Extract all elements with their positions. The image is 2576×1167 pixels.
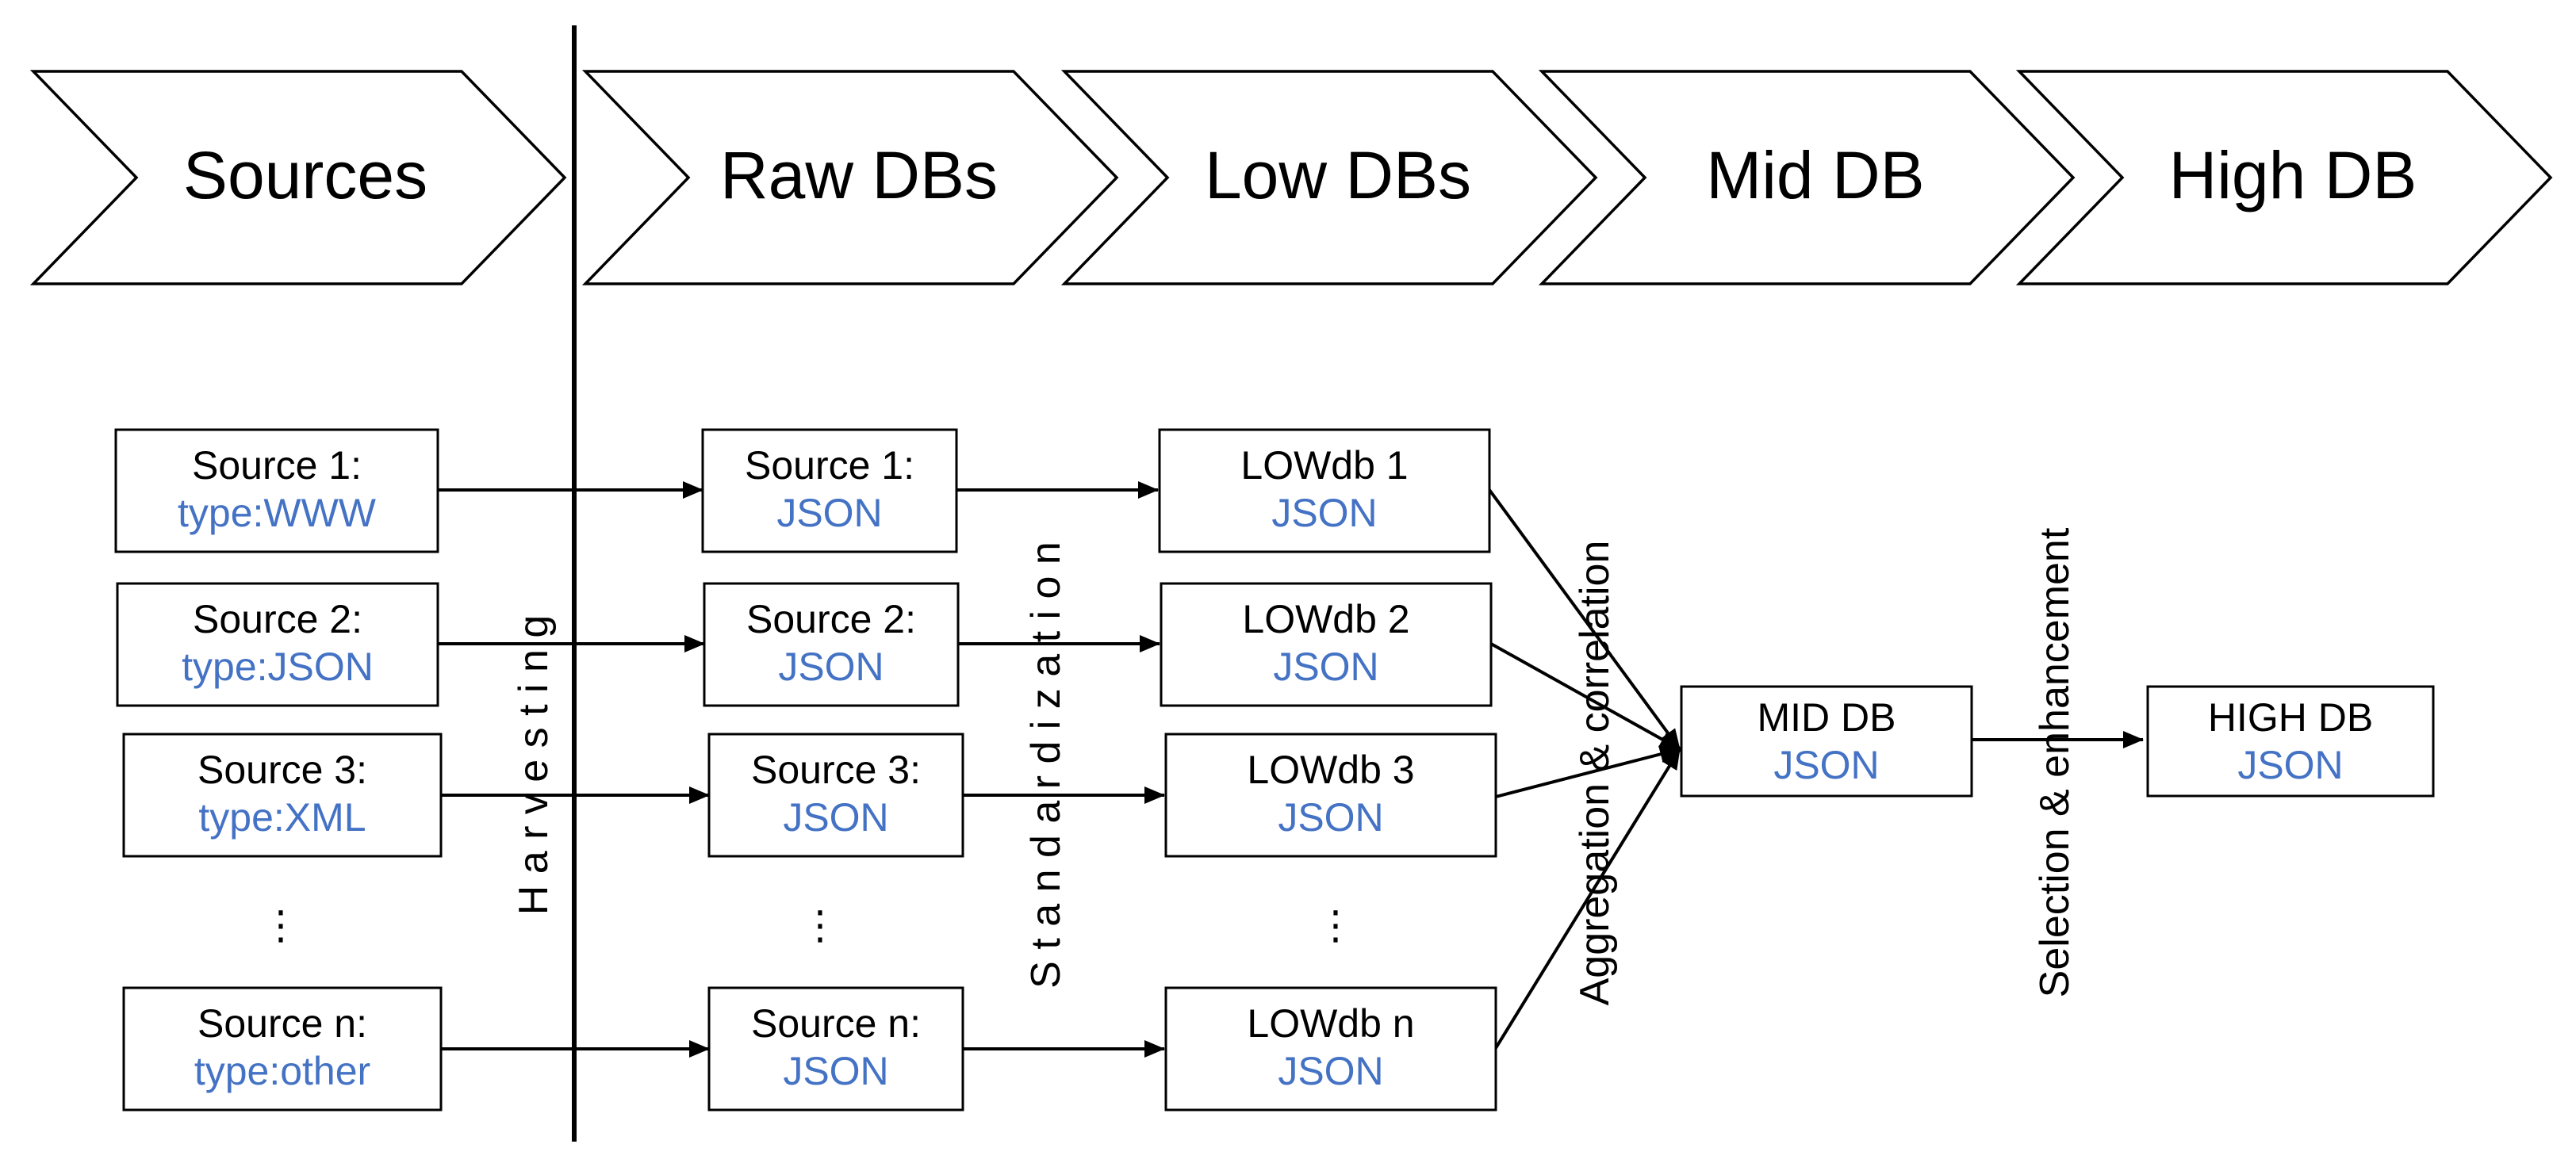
raw-db-type: JSON	[778, 645, 884, 689]
stage-chevrons: Sources Raw DBs Low DBs Mid DB High DB	[29, 70, 2553, 285]
low-db-box-3: LOWdb 3 JSON	[1164, 733, 1497, 858]
source-box-n: Source n: type:other	[122, 986, 443, 1112]
low-db-type: JSON	[1271, 491, 1377, 535]
raw-db-box-2: Source 2: JSON	[703, 582, 960, 707]
low-db-type: JSON	[1278, 1049, 1383, 1093]
source-box-title: Source 1:	[192, 443, 362, 488]
raw-db-box-3: Source 3: JSON	[707, 733, 964, 858]
aggregation-label: Aggregation & correlation	[1572, 541, 1618, 1006]
low-db-column: LOWdb 1 JSON LOWdb 2 JSON LOWdb 3 JSON ⋮…	[1158, 428, 1497, 1112]
source-column: Source 1: type:WWW Source 2: type:JSON S…	[114, 428, 443, 1112]
standardization-label: S t a n d a r d i z a t i o n	[1023, 541, 1069, 989]
low-db-box-2: LOWdb 2 JSON	[1160, 582, 1493, 707]
stage-chevron-sources	[29, 70, 567, 285]
high-db-title: HIGH DB	[2208, 695, 2373, 740]
source-box-title: Source 3:	[197, 748, 367, 792]
source-box-type: type:other	[194, 1049, 370, 1093]
low-db-title: LOWdb 1	[1240, 443, 1408, 488]
high-db-box: HIGH DB JSON	[2146, 685, 2435, 798]
stage-label-raw-dbs: Raw DBs	[720, 138, 998, 212]
source-ellipsis: ⋮	[261, 903, 301, 947]
edge-low2-mid	[1490, 642, 1681, 751]
harvesting-label: H a r v e s t i n g	[511, 615, 557, 916]
stage-label-mid-db: Mid DB	[1706, 138, 1924, 212]
raw-db-ellipsis: ⋮	[800, 903, 840, 947]
low-db-box-1: LOWdb 1 JSON	[1158, 428, 1491, 553]
stage-chevron-mid-db	[1538, 70, 2076, 285]
source-box-title: Source n:	[197, 1001, 367, 1046]
stage-label-high-db: High DB	[2169, 138, 2417, 212]
stage-chevron-high-db	[2015, 70, 2553, 285]
source-box-type: type:XML	[198, 795, 366, 840]
stage-chevron-raw-dbs	[581, 70, 1119, 285]
stage-label-low-dbs: Low DBs	[1205, 138, 1471, 212]
stage-chevron-low-dbs	[1060, 70, 1598, 285]
raw-db-title: Source 1:	[745, 443, 914, 488]
edge-lown-mid	[1494, 748, 1681, 1050]
low-db-title: LOWdb n	[1247, 1001, 1414, 1046]
low-db-title: LOWdb 2	[1242, 597, 1409, 641]
source-box-1: Source 1: type:WWW	[114, 428, 439, 553]
raw-db-type: JSON	[783, 1049, 888, 1093]
mid-db-box: MID DB JSON	[1680, 685, 1973, 798]
edges	[438, 481, 2144, 1058]
low-db-type: JSON	[1278, 795, 1383, 840]
raw-db-title: Source n:	[751, 1001, 921, 1046]
source-box-type: type:JSON	[182, 645, 374, 689]
edge-low3-mid	[1495, 745, 1681, 798]
raw-db-type: JSON	[776, 491, 882, 535]
selection-label: Selection & enhancement	[2032, 527, 2078, 997]
source-box-2: Source 2: type:JSON	[116, 582, 439, 707]
source-box-title: Source 2:	[193, 597, 362, 641]
high-db-type: JSON	[2237, 743, 2343, 787]
raw-db-box-1: Source 1: JSON	[701, 428, 958, 553]
low-db-title: LOWdb 3	[1247, 748, 1414, 792]
raw-db-column: Source 1: JSON Source 2: JSON Source 3: …	[701, 428, 964, 1112]
edge-low1-mid	[1488, 488, 1681, 751]
low-db-ellipsis: ⋮	[1316, 903, 1355, 947]
raw-db-box-n: Source n: JSON	[707, 986, 964, 1112]
mid-db-title: MID DB	[1758, 695, 1896, 740]
mid-db-type: JSON	[1773, 743, 1879, 787]
low-db-type: JSON	[1273, 645, 1378, 689]
raw-db-title: Source 3:	[751, 748, 921, 792]
raw-db-type: JSON	[783, 795, 888, 840]
low-db-box-n: LOWdb n JSON	[1164, 986, 1497, 1112]
raw-db-title: Source 2:	[746, 597, 916, 641]
source-box-type: type:WWW	[178, 491, 377, 535]
source-box-3: Source 3: type:XML	[122, 733, 443, 858]
stage-label-sources: Sources	[183, 138, 427, 212]
